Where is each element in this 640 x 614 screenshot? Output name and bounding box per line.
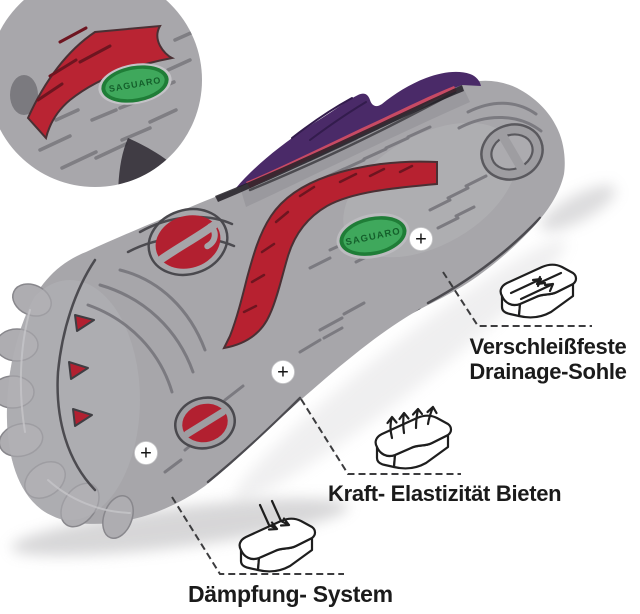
red-band-tread-cuts bbox=[242, 164, 414, 314]
red-traction-triangles bbox=[68, 314, 95, 427]
upper-shadow-line bbox=[215, 85, 464, 202]
zoom-inset-circle: SAGUARO bbox=[0, 0, 202, 187]
feature-label-damping-line1: Dämpfung- System bbox=[188, 581, 393, 607]
feature-label-elastic-line1: Kraft- Elastizität Bieten bbox=[328, 481, 562, 506]
feature-label-drainage-line2: Drainage-Sohle bbox=[469, 359, 627, 384]
plus-marker-icon: + bbox=[140, 443, 152, 465]
red-accent-band bbox=[222, 160, 438, 350]
leader-line-damping bbox=[171, 496, 344, 575]
feature-label-drainage: Verschleißfeste Drainage-Sohle bbox=[452, 334, 640, 384]
plus-marker-drainage: + bbox=[409, 227, 433, 251]
plus-marker-damping: + bbox=[134, 441, 158, 465]
damping-sole-icon bbox=[238, 499, 317, 573]
elastic-sole-icon bbox=[374, 405, 453, 470]
plus-marker-icon: + bbox=[415, 229, 427, 251]
plus-marker-icon: + bbox=[277, 362, 289, 384]
drainage-sole-icon bbox=[499, 263, 578, 319]
toe-cushion-pod bbox=[480, 123, 544, 181]
inset-logo-oval: SAGUARO bbox=[98, 63, 172, 105]
feature-label-drainage-line1: Verschleißfeste bbox=[469, 334, 627, 359]
feature-label-elastic: Kraft- Elastizität Bieten bbox=[328, 481, 562, 506]
feature-label-damping: Dämpfung- System bbox=[188, 582, 393, 606]
outsole: SAGUARO bbox=[0, 71, 565, 539]
leader-line-elastic bbox=[300, 398, 461, 475]
heel-cushion-pod bbox=[147, 207, 229, 277]
inset-red-band bbox=[26, 24, 176, 141]
inset-edge-lobe bbox=[10, 75, 38, 115]
midfoot-cushion-pod bbox=[174, 396, 236, 450]
inset-red-cuts bbox=[36, 26, 112, 102]
plus-marker-elastic: + bbox=[271, 360, 295, 384]
upper-strap-seams bbox=[291, 97, 367, 141]
brand-logo-oval: SAGUARO bbox=[336, 213, 410, 259]
